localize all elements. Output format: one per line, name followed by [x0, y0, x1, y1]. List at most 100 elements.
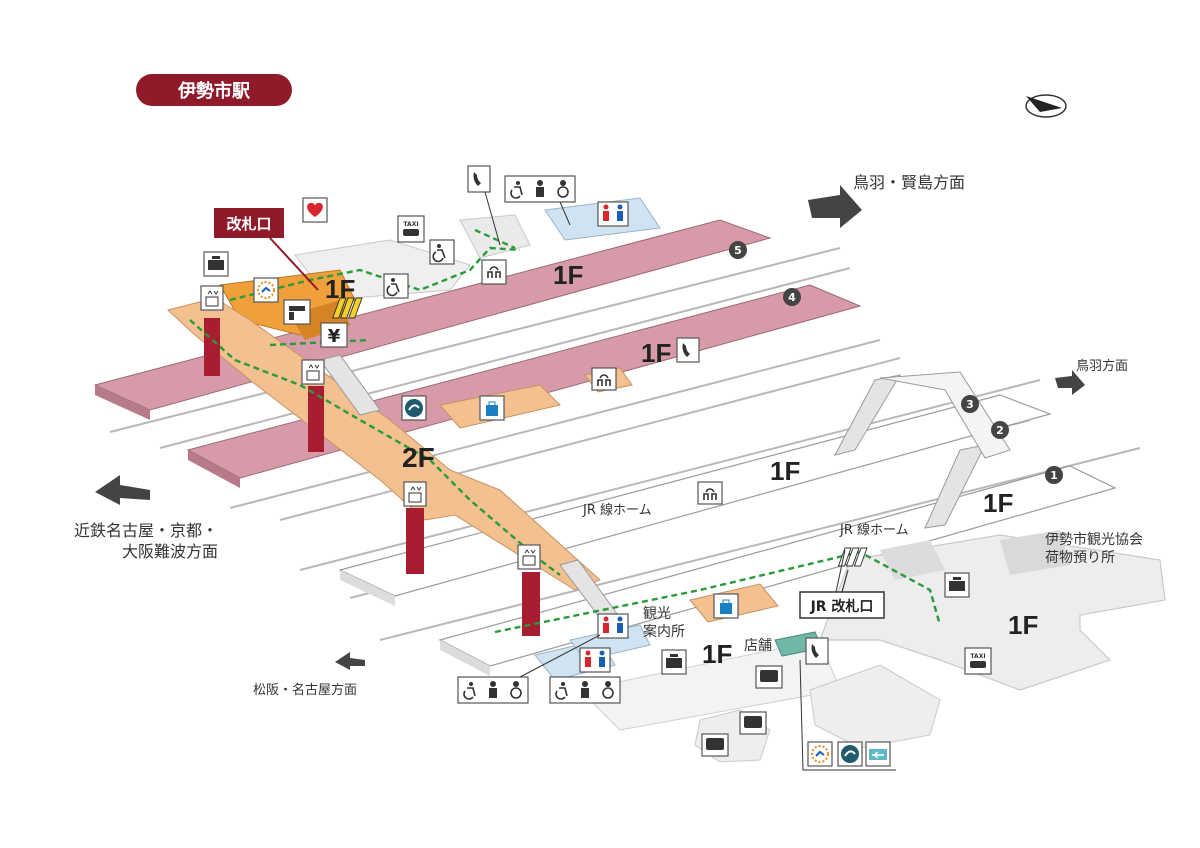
jr-platform-label: JR 線ホーム — [582, 502, 652, 518]
text-line: 案内所 — [643, 623, 685, 640]
jr-platform-edge — [340, 570, 395, 606]
direction-labels: 鳥羽・賢島方面 鳥羽方面 近鉄名古屋・京都・大阪難波方面 松阪・名古屋方面 — [74, 173, 1128, 698]
taxi-text: TAXI — [970, 653, 985, 660]
coin-locker-icon — [944, 572, 970, 598]
platform-num-4: 4 — [788, 291, 796, 304]
pointer-lines — [484, 191, 896, 771]
drinking-icon — [591, 367, 617, 391]
pillar — [204, 318, 220, 376]
footbridge — [879, 371, 1011, 459]
restroom-icon — [579, 647, 611, 673]
text-line: 近鉄名古屋・京都・ — [74, 521, 218, 540]
elevator-icon — [301, 359, 325, 385]
phone-icon — [467, 165, 491, 193]
title-banner: 伊勢市駅 — [136, 74, 292, 106]
route-ticket — [269, 338, 371, 347]
transfer-icon — [401, 395, 427, 421]
jr-platform-label: JR 線ホーム — [839, 522, 909, 538]
aed-icon — [302, 197, 328, 223]
track — [279, 357, 901, 521]
platform-num-5: 5 — [734, 244, 742, 257]
stair-kintetsu — [319, 354, 381, 416]
parking-area — [809, 664, 941, 749]
stair-lower — [924, 444, 986, 529]
floor-label: 1F — [702, 639, 732, 669]
ticket-vending-icon — [283, 299, 311, 325]
platform-num-1: 1 — [1050, 469, 1058, 482]
phone-icon — [805, 637, 829, 665]
station-title: 伊勢市駅 — [177, 80, 251, 102]
pillar — [308, 386, 324, 452]
elevator-icon — [200, 285, 224, 311]
tourist-info-label: 観光案内所 — [643, 605, 685, 640]
accessible-restroom-icon — [504, 175, 576, 203]
pillar — [522, 572, 540, 636]
transfer-icon — [837, 741, 863, 767]
direction-kintetsu: 近鉄名古屋・京都・大阪難波方面 — [74, 521, 218, 561]
coin-locker-icon — [661, 649, 687, 675]
pointer — [835, 549, 846, 593]
direction-arrows — [95, 185, 1085, 670]
pillar — [406, 508, 424, 574]
taxi-icon: TAXI — [397, 215, 425, 243]
taxi-icon: TAXI — [964, 647, 992, 675]
facility-icons: TAXI TAXI ¥ — [200, 165, 992, 767]
platform-4-edge — [188, 450, 240, 488]
ic-card-icon — [807, 741, 833, 767]
platform-badge: 3 — [961, 395, 979, 413]
pointer — [799, 659, 896, 771]
jr-platform-1-edge — [440, 640, 490, 676]
track — [229, 339, 881, 509]
platform-badge: 2 — [991, 421, 1009, 439]
arrow-toba-kashikojima — [808, 185, 862, 228]
stairs — [319, 354, 1011, 619]
floor-label: 1F — [983, 488, 1013, 518]
text-line: 伊勢市観光協会 — [1045, 531, 1143, 548]
pillars — [204, 318, 540, 636]
exit-icon — [865, 741, 891, 767]
shopping-icon — [479, 395, 505, 421]
track — [109, 247, 841, 433]
pointer — [559, 201, 571, 226]
route-phone — [474, 228, 516, 250]
coin-locker-icon — [203, 251, 229, 277]
platform-5-edge — [95, 385, 150, 420]
title-bg — [136, 74, 292, 106]
wheelchair-icon — [429, 239, 455, 265]
shop-label: 店舗 — [744, 638, 772, 654]
bus-icon — [739, 711, 767, 735]
platform-badge: 4 — [783, 288, 801, 306]
luggage-area — [1000, 530, 1070, 575]
ticket-gate-label: 改札口 — [214, 208, 319, 291]
ic-card-icon — [253, 277, 279, 303]
direction-toba: 鳥羽方面 — [1076, 358, 1128, 374]
floor-label: 1F — [641, 338, 671, 368]
arrow-toba — [1055, 370, 1085, 395]
gate-label-text: 改札口 — [226, 215, 271, 233]
floor-label: 1F — [770, 456, 800, 486]
area-labels: JR 線ホーム JR 線ホーム 店舗 観光案内所 伊勢市観光協会荷物預り所 — [582, 502, 1143, 654]
phone-icon — [676, 337, 700, 363]
restroom-icon — [597, 201, 629, 227]
gate-area — [880, 540, 945, 580]
pointer — [484, 191, 501, 246]
jr-ticket-gate-label: JR 改札口 — [799, 569, 885, 619]
floor-labels: 1F 1F 1F 2F 1F 1F 1F 1F — [325, 260, 1038, 669]
platform-badges: 5 4 3 2 1 — [729, 241, 1063, 484]
wheelchair-icon — [383, 273, 409, 299]
accessible-restroom-icon — [549, 676, 621, 704]
platform-num-3: 3 — [966, 398, 974, 411]
floor-label: 1F — [325, 274, 355, 304]
drinking-icon — [697, 481, 723, 505]
elevator-icon — [403, 481, 427, 507]
north-path — [459, 214, 531, 259]
text-line: 荷物預り所 — [1045, 550, 1115, 566]
accessible-restroom-icon — [457, 676, 529, 704]
arrow-matsusaka — [335, 652, 365, 670]
track — [159, 267, 851, 449]
ticket-gate-icon — [332, 297, 363, 319]
arrow-kintetsu — [95, 475, 150, 505]
gate-label-bg — [214, 208, 284, 238]
yen-text: ¥ — [328, 326, 341, 347]
